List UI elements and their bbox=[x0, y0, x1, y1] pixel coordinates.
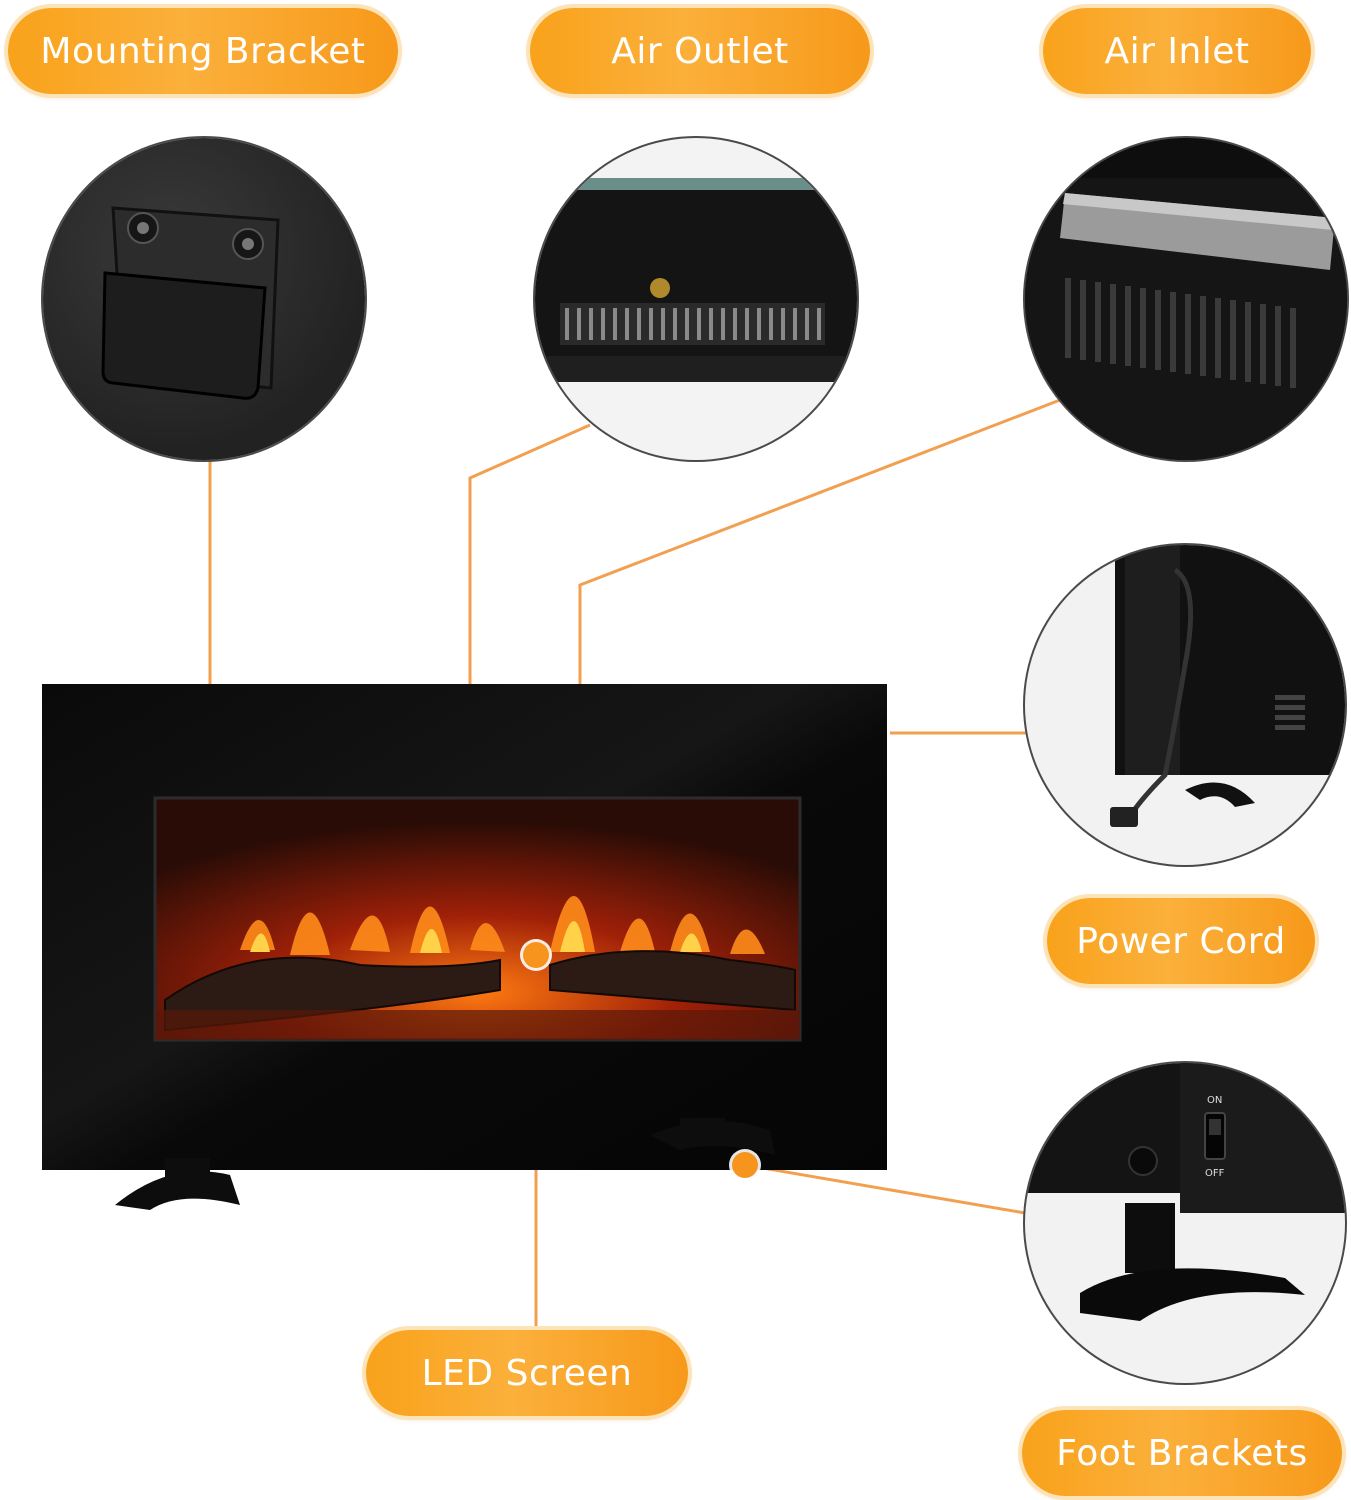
ember-bed bbox=[155, 1010, 800, 1040]
connector-foot-brackets bbox=[744, 1163, 1026, 1215]
label-text: Air Inlet bbox=[1104, 30, 1250, 72]
label-air-inlet: Air Inlet bbox=[1043, 8, 1311, 94]
detail-power-cord bbox=[1025, 545, 1345, 865]
connector-air-outlet bbox=[468, 423, 591, 685]
label-led-screen: LED Screen bbox=[366, 1330, 688, 1416]
air-outlet-vent-slots bbox=[565, 308, 821, 340]
led-screen-marker-dot bbox=[523, 942, 549, 968]
label-power-cord: Power Cord bbox=[1047, 898, 1315, 984]
label-air-outlet: Air Outlet bbox=[530, 8, 870, 94]
label-foot-brackets: Foot Brackets bbox=[1022, 1410, 1342, 1496]
label-text: LED Screen bbox=[421, 1352, 633, 1394]
detail-foot-brackets: ON OFF bbox=[1025, 1063, 1345, 1383]
air-inlet-vent-slots bbox=[1065, 278, 1296, 388]
detail-air-inlet bbox=[1025, 138, 1347, 460]
detail-air-outlet bbox=[535, 138, 857, 460]
label-mounting-bracket: Mounting Bracket bbox=[8, 8, 398, 94]
switch-on-label: ON bbox=[1207, 1095, 1222, 1106]
flame-cores bbox=[250, 921, 702, 953]
label-text: Air Outlet bbox=[611, 30, 789, 72]
fireplace-main bbox=[42, 684, 887, 1210]
detail-mounting-bracket bbox=[43, 138, 365, 460]
foot-brackets-marker-dot bbox=[732, 1152, 758, 1178]
label-text: Foot Brackets bbox=[1056, 1432, 1308, 1474]
switch-off-label: OFF bbox=[1205, 1168, 1225, 1179]
connector-air-inlet bbox=[578, 398, 1061, 685]
foot-brackets-main bbox=[115, 1118, 775, 1210]
label-text: Mounting Bracket bbox=[40, 30, 366, 72]
label-text: Power Cord bbox=[1076, 920, 1286, 962]
